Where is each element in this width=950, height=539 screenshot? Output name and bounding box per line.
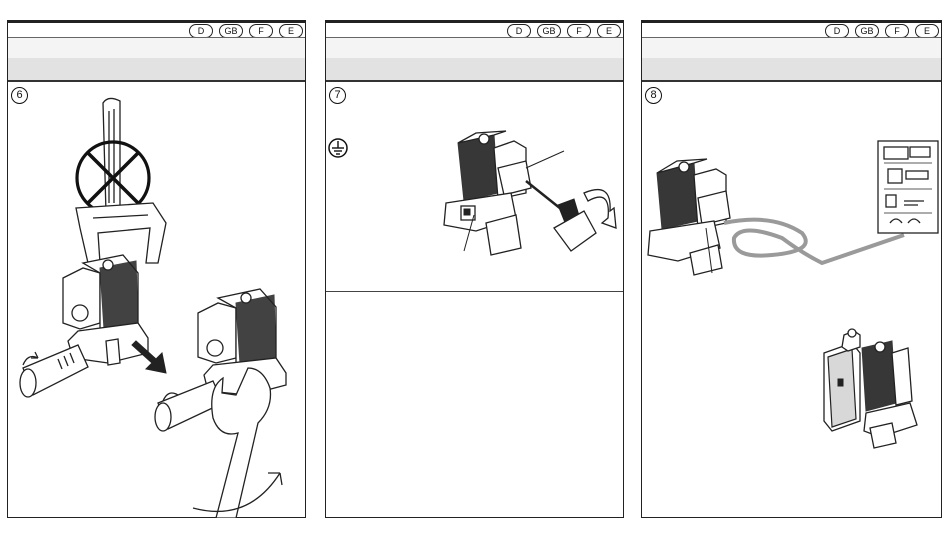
wiring-illustration — [642, 23, 943, 518]
wiring-diagram-card — [878, 141, 938, 233]
solenoid-valve — [444, 131, 531, 255]
instruction-panel-step-6: D GB F E 6 — [7, 20, 306, 518]
wrench-handle-top — [103, 98, 120, 213]
pipe-left — [20, 345, 88, 397]
solenoid-valve-right — [198, 289, 286, 395]
electrical-connection-illustration — [326, 23, 625, 518]
instruction-panel-step-8: D GB F E 8 — [641, 20, 942, 518]
protective-earth-icon — [329, 139, 347, 157]
instruction-panel-step-7: D GB F E 7 — [325, 20, 624, 518]
open-wrench-jaw — [76, 203, 166, 263]
connection-cable — [724, 220, 904, 263]
valve-installation-illustration — [8, 23, 307, 518]
prohibited-icon — [77, 142, 149, 214]
callout-line — [526, 151, 564, 168]
move-arrow-icon — [132, 341, 166, 373]
solenoid-valve — [648, 159, 730, 275]
solenoid-valve-alternate-view — [824, 329, 917, 448]
